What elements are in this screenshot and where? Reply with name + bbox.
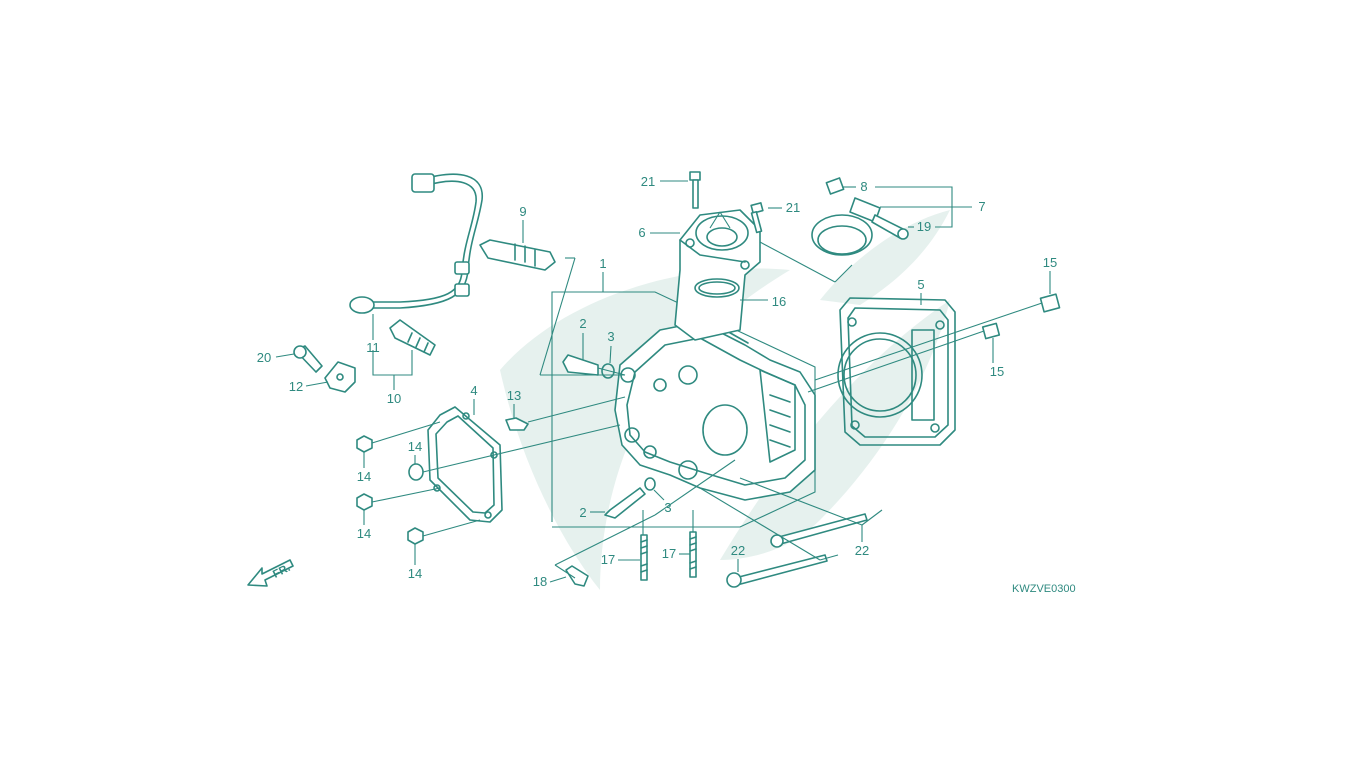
svg-text:2: 2 — [579, 505, 586, 520]
callout-14-a: 14 — [357, 452, 371, 484]
intake-clamp — [811, 197, 881, 256]
callout-13: 13 — [507, 388, 521, 418]
svg-text:16: 16 — [772, 294, 786, 309]
callout-21-right: 21 — [768, 200, 800, 215]
callout-5: 5 — [917, 277, 925, 305]
callout-3-upper: 3 — [607, 329, 615, 364]
svg-text:14: 14 — [408, 439, 422, 454]
svg-text:1: 1 — [599, 256, 606, 271]
stud-bolt-right — [689, 531, 697, 578]
callout-19: 19 — [908, 219, 931, 234]
callout-17-right: 17 — [662, 546, 690, 561]
callout-6: 6 — [638, 225, 680, 240]
flange-bolt — [565, 565, 589, 587]
valve-guide-upper — [562, 354, 599, 376]
guide-o-ring-upper — [601, 363, 615, 379]
intake-bolt-right — [750, 202, 764, 234]
side-cover-gasket — [427, 406, 503, 523]
clamp-nut — [825, 177, 845, 195]
svg-text:15: 15 — [990, 364, 1004, 379]
svg-text:11: 11 — [366, 340, 380, 355]
svg-text:12: 12 — [289, 379, 303, 394]
spark-plug — [479, 239, 556, 271]
callout-14-c: 14 — [357, 510, 371, 541]
nut-c — [356, 493, 373, 511]
svg-text:8: 8 — [860, 179, 867, 194]
svg-text:22: 22 — [731, 543, 745, 558]
nut-a — [356, 435, 373, 453]
svg-text:3: 3 — [607, 329, 614, 344]
callout-14-b: 14 — [408, 439, 422, 464]
callout-7: 7 — [875, 186, 986, 228]
long-bolt-lower — [726, 554, 828, 588]
svg-text:18: 18 — [533, 574, 547, 589]
callout-14-d: 14 — [408, 544, 422, 581]
svg-text:22: 22 — [855, 543, 869, 558]
svg-text:13: 13 — [507, 388, 521, 403]
callout-15-upper: 15 — [1043, 255, 1057, 294]
callout-15-lower: 15 — [990, 338, 1004, 379]
o2-sensor — [349, 173, 483, 314]
callout-20: 20 — [257, 350, 295, 365]
head-bolt-small — [505, 417, 529, 431]
callout-18: 18 — [533, 574, 567, 589]
front-direction-arrow: FR. — [247, 559, 294, 587]
valve-guide-lower — [604, 487, 646, 519]
leader-lines — [371, 211, 1043, 579]
svg-text:21: 21 — [786, 200, 800, 215]
callout-22-left: 22 — [731, 543, 745, 572]
callout-9: 9 — [519, 204, 527, 243]
callout-16: 16 — [740, 294, 786, 309]
svg-text:20: 20 — [257, 350, 271, 365]
svg-text:17: 17 — [601, 552, 615, 567]
temperature-sensor — [389, 319, 436, 356]
callout-2-upper: 2 — [579, 316, 587, 360]
long-bolt-upper — [770, 513, 868, 548]
callout-1: 1 — [599, 256, 606, 271]
guide-o-ring-lower — [644, 477, 656, 491]
svg-text:21: 21 — [641, 174, 655, 189]
callout-3-lower: 3 — [653, 489, 672, 515]
cylinder-head-gasket — [837, 297, 956, 446]
svg-text:9: 9 — [519, 204, 526, 219]
callout-11: 11 — [366, 314, 380, 355]
callout-2-lower: 2 — [579, 505, 605, 520]
svg-text:19: 19 — [917, 219, 931, 234]
callout-17-left: 17 — [601, 552, 640, 567]
svg-text:14: 14 — [408, 566, 422, 581]
svg-text:14: 14 — [357, 526, 371, 541]
callout-12: 12 — [289, 379, 329, 394]
svg-text:6: 6 — [638, 225, 645, 240]
dowel-pin-upper — [1039, 293, 1061, 313]
callout-10: 10 — [372, 350, 413, 406]
dowel-pin-lower — [981, 322, 1001, 340]
callout-22-right: 22 — [855, 525, 869, 558]
svg-text:10: 10 — [387, 391, 401, 406]
svg-text:4: 4 — [470, 383, 477, 398]
sensor-bracket — [324, 361, 356, 393]
assembly-bracket-lines — [551, 272, 816, 528]
callout-8: 8 — [842, 179, 868, 194]
intake-o-ring — [694, 278, 740, 298]
svg-text:14: 14 — [357, 469, 371, 484]
callout-21-left: 21 — [641, 174, 688, 189]
bracket-bolt — [293, 345, 323, 373]
intake-bolt-left — [689, 171, 701, 209]
cylinder-head — [614, 321, 816, 501]
svg-text:7: 7 — [978, 199, 985, 214]
svg-text:15: 15 — [1043, 255, 1057, 270]
svg-text:5: 5 — [917, 277, 924, 292]
svg-text:17: 17 — [662, 546, 676, 561]
nut-d — [407, 527, 424, 545]
stud-bolt-left — [640, 534, 648, 581]
diagram-code: KWZVE0300 — [1012, 583, 1076, 595]
svg-text:2: 2 — [579, 316, 586, 331]
clamp-screw — [871, 214, 909, 240]
washer-b — [408, 463, 424, 481]
svg-text:3: 3 — [664, 500, 671, 515]
callout-4: 4 — [470, 383, 478, 415]
